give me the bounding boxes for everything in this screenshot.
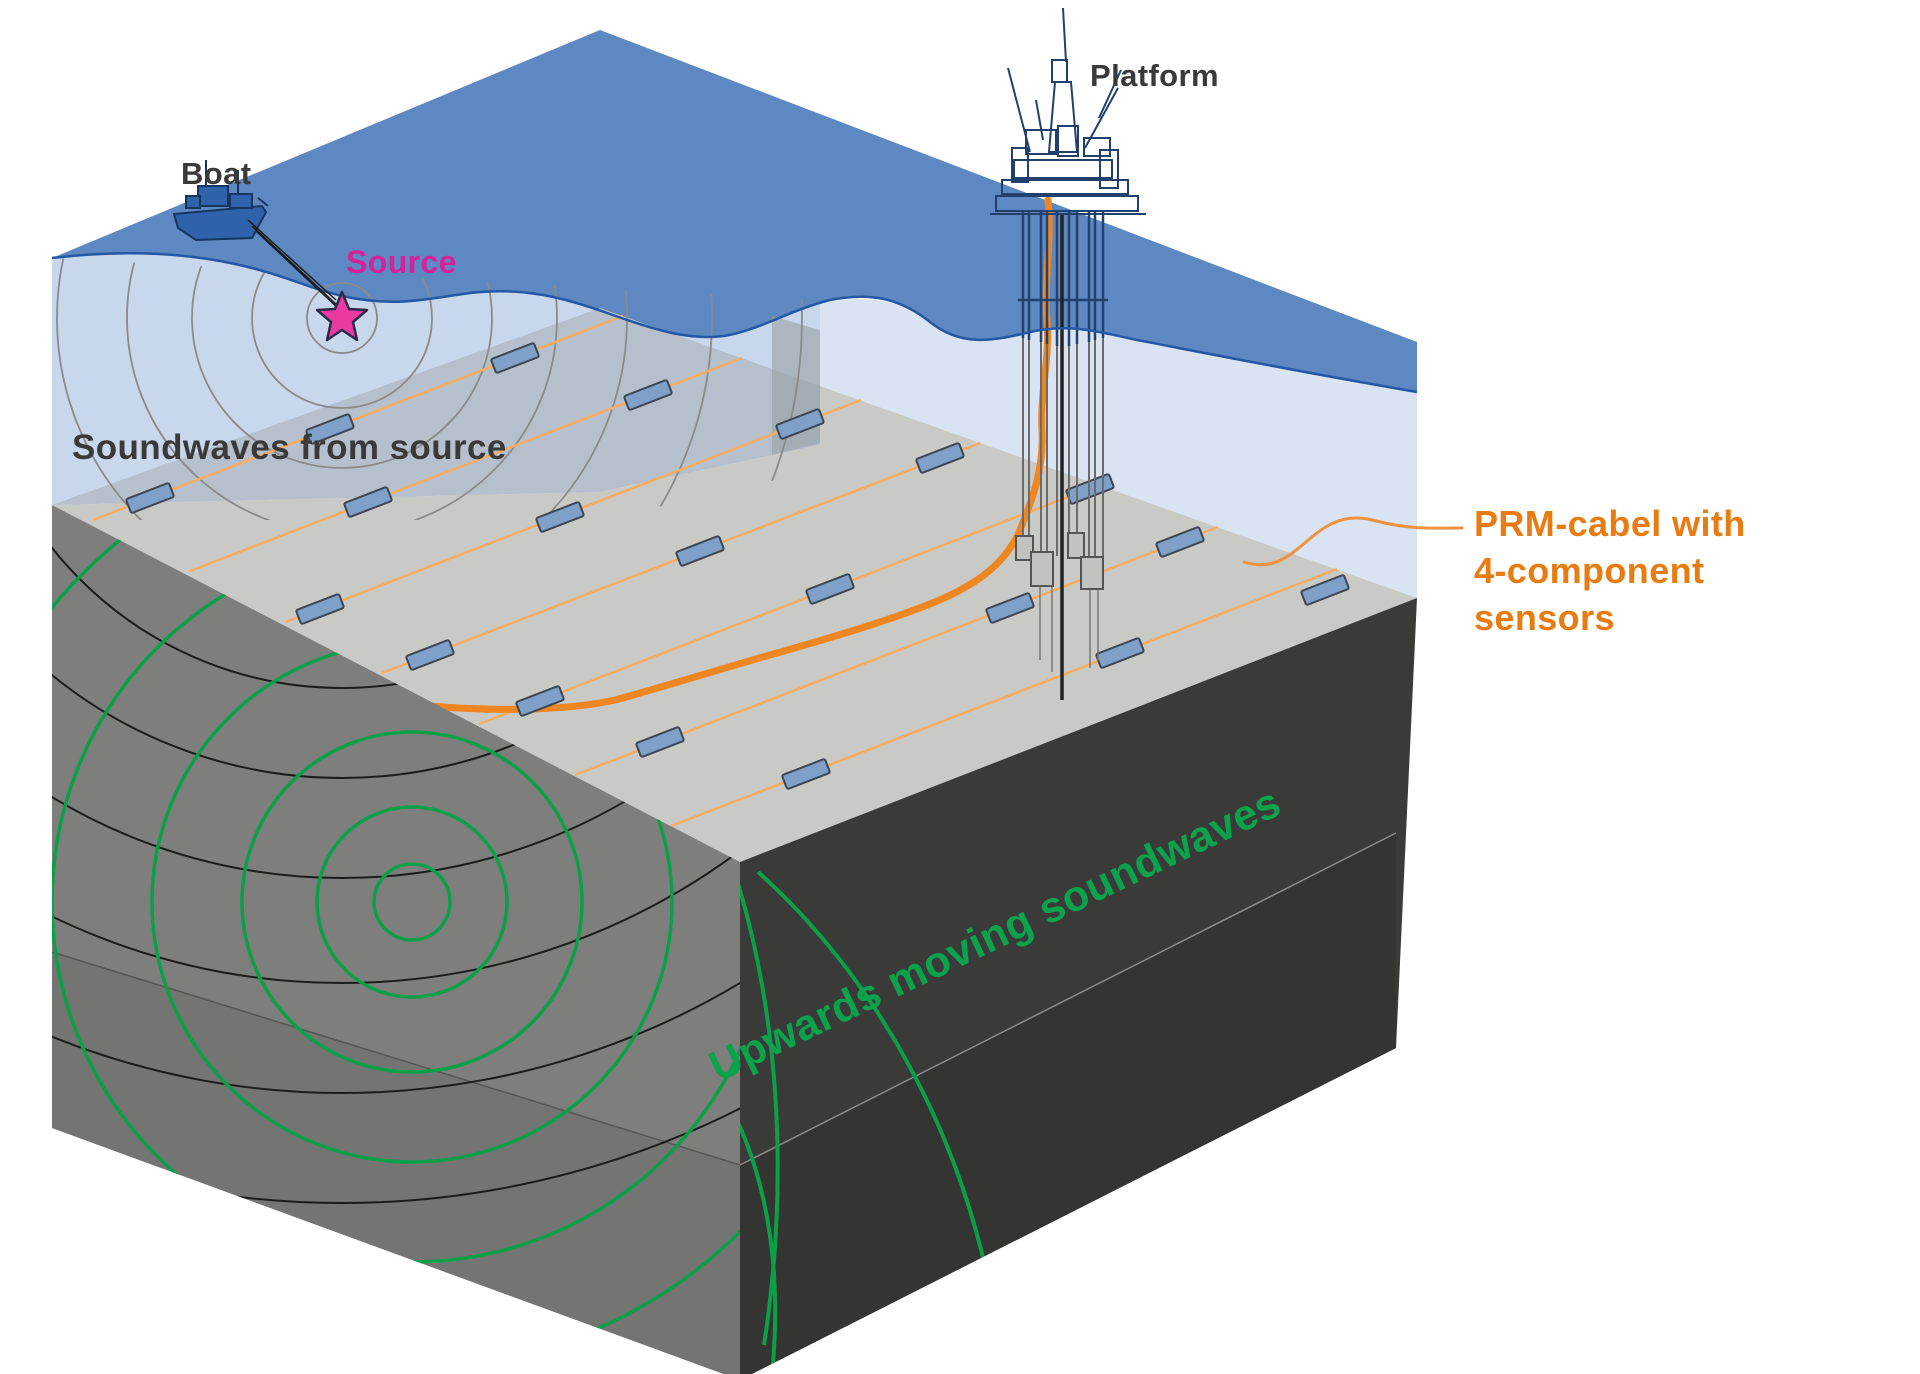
boat-illustration (172, 160, 269, 242)
prm-cable-label-line1: PRM-cabel with (1474, 503, 1746, 544)
sensor-array (125, 342, 1350, 790)
soundwave-arc (251, 258, 433, 409)
rock-dark-layer-boundary (739, 832, 1397, 1166)
upward-soundwave-arc (740, 1056, 778, 1374)
prm-cable-line (670, 567, 1338, 828)
soundwave-arc (306, 282, 378, 354)
upward-soundwave-arc (315, 805, 509, 999)
waterline (51, 251, 1418, 394)
prm-cable-line (478, 483, 1100, 726)
water-right-face (820, 299, 1417, 598)
prm-cable-label-line3: sensors (1474, 597, 1615, 638)
boat-label: Boat (181, 156, 252, 191)
seabed-underwater (52, 308, 820, 505)
seabed-sensor (635, 726, 685, 758)
platform-label: Platform (1090, 58, 1219, 93)
soundwave-arc (191, 258, 493, 469)
seabed-sensor (1300, 574, 1350, 606)
seabed-sensor (781, 758, 831, 790)
soundwave-rock-arc (52, 505, 740, 879)
seabed-sensor (515, 685, 565, 717)
seabed-sensor (915, 442, 965, 474)
seabed-sensor (125, 482, 175, 514)
seabed-sensor (1155, 526, 1205, 558)
source-star-icon (315, 290, 369, 342)
seabed-sensor (775, 408, 825, 440)
soundwaves-from-source-group (52, 258, 820, 520)
seabed-sensor (1095, 637, 1145, 669)
seabed-sensor (405, 639, 455, 671)
rock-dark-bottom-band (740, 833, 1396, 1374)
seabed-sensor (305, 413, 355, 445)
seabed-face (52, 386, 1417, 862)
upward-soundwave-arc (372, 862, 452, 942)
seabed-sensor (295, 593, 345, 625)
soundwave-arc (52, 258, 713, 520)
seabed-sensor (805, 573, 855, 605)
seabed-sensor (490, 342, 540, 374)
towing-lines (247, 219, 341, 311)
seabed-sensor (985, 592, 1035, 624)
soundwave-rock-arc (52, 505, 740, 1204)
soundwave-rock-arc (52, 505, 740, 1094)
upward-soundwave-arc (240, 730, 584, 1074)
seabed-sensor (343, 486, 393, 518)
soundwave-arc (56, 258, 628, 520)
soundwaves-from-source-label: Soundwaves from source (72, 428, 507, 467)
soundwave-rock-arc (52, 505, 740, 984)
seabed-sensor (623, 379, 673, 411)
soundwave-rock-arc (52, 505, 740, 779)
prm-label-leader-line (1242, 516, 1464, 567)
soundwave-arc (126, 258, 558, 520)
soundwave-arc (52, 258, 803, 520)
platform-illustration (990, 7, 1146, 700)
upward-soundwave-arc (740, 693, 780, 1346)
seabed-sensor (675, 535, 725, 567)
soundwave-rock-arc (52, 505, 713, 689)
source-label: Source (346, 244, 457, 280)
prm-cable-label-line2: 4-component (1474, 550, 1705, 591)
seabed-sensor (535, 501, 585, 533)
soundwaves-in-rock-group (52, 505, 740, 1204)
prm-cable-grid (92, 314, 1338, 828)
prm-cable-label: PRM-cabel with 4-component sensors (1474, 500, 1746, 641)
